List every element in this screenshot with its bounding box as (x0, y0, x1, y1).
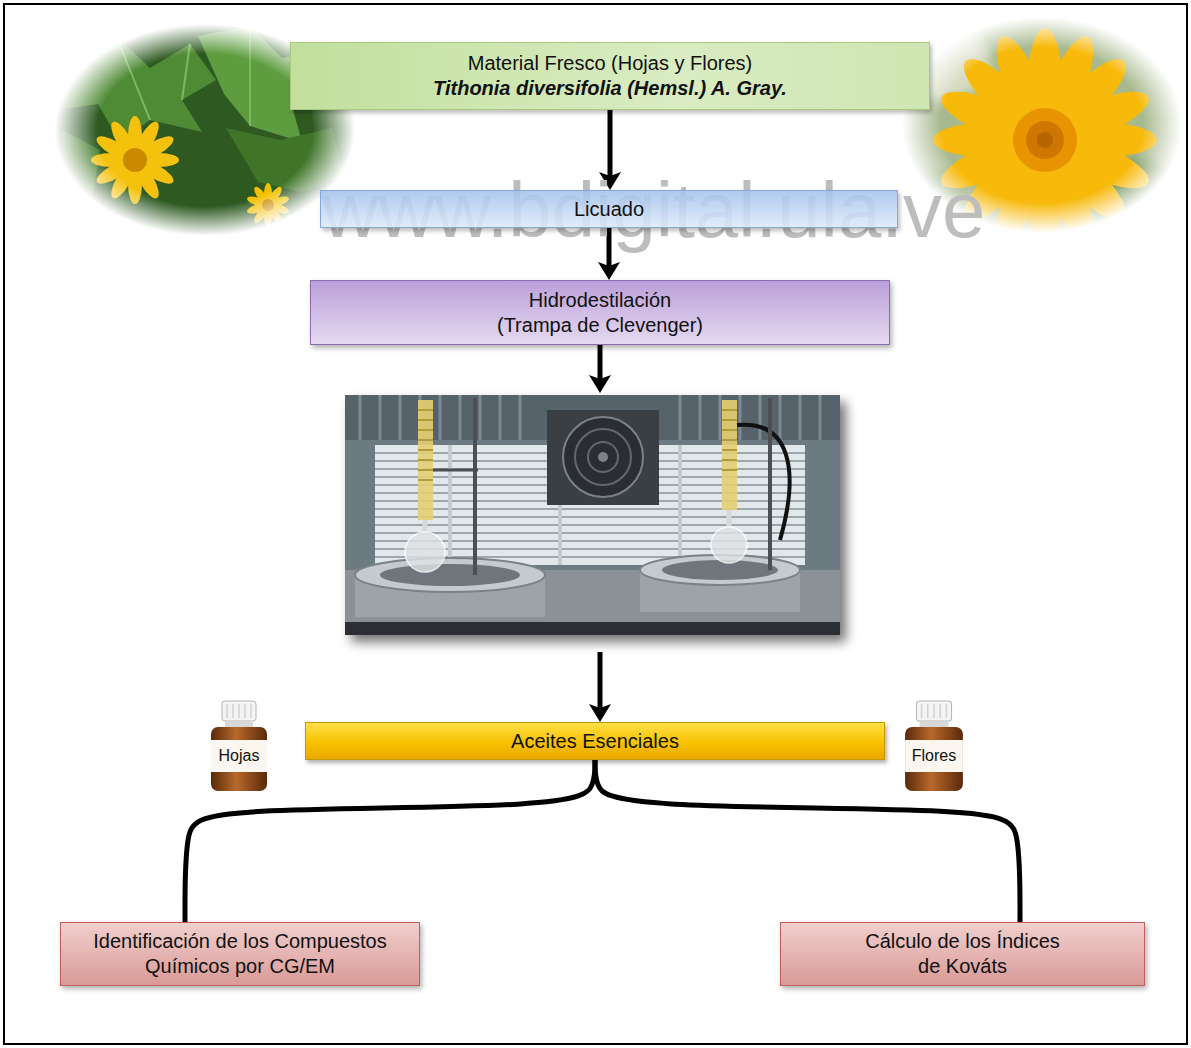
text-group: Cálculo de los Índices de Kováts (858, 929, 1068, 979)
band-text: Tithonia diversifolia (Hemsl.) A. Gray. (433, 76, 787, 101)
input-band: Material Fresco (Hojas y Flores)Tithonia… (290, 42, 930, 110)
process-box: Hidrodestilación (Trampa de Clevenger) (310, 280, 890, 345)
analysis-box: Cálculo de los Índices de Kováts (780, 922, 1145, 986)
bottle-label: Flores (912, 746, 956, 765)
output-band: Aceites Esenciales (305, 722, 885, 760)
box-text: Identificación de los Compuestos Químico… (75, 929, 405, 979)
sample-bottle: Flores (902, 700, 966, 792)
band-text: Aceites Esenciales (511, 729, 679, 754)
flow-arrow (608, 110, 613, 176)
process-band: Licuado (320, 190, 898, 228)
sample-bottle: Hojas (208, 700, 270, 792)
text-group: Aceites Esenciales (511, 729, 679, 754)
lab-photo (345, 395, 846, 642)
bottle-label: Hojas (219, 746, 260, 765)
frame (4, 4, 1187, 1044)
flow-arrow (598, 345, 603, 708)
text-group: Material Fresco (Hojas y Flores)Tithonia… (433, 51, 787, 101)
text-group: Identificación de los Compuestos Químico… (75, 929, 405, 979)
text-group: Hidrodestilación (Trampa de Clevenger) (496, 288, 703, 338)
text-group: Licuado (574, 197, 644, 222)
band-text: Licuado (574, 197, 644, 222)
text-group: Flores (902, 740, 966, 772)
band-text: Material Fresco (Hojas y Flores) (468, 51, 753, 76)
box-text: Hidrodestilación (Trampa de Clevenger) (496, 288, 703, 338)
bottle-shape (902, 700, 966, 792)
text-group: Hojas (208, 740, 270, 772)
analysis-box: Identificación de los Compuestos Químico… (60, 922, 420, 986)
bottle-shape (208, 700, 270, 792)
box-text: Cálculo de los Índices de Kováts (858, 929, 1068, 979)
